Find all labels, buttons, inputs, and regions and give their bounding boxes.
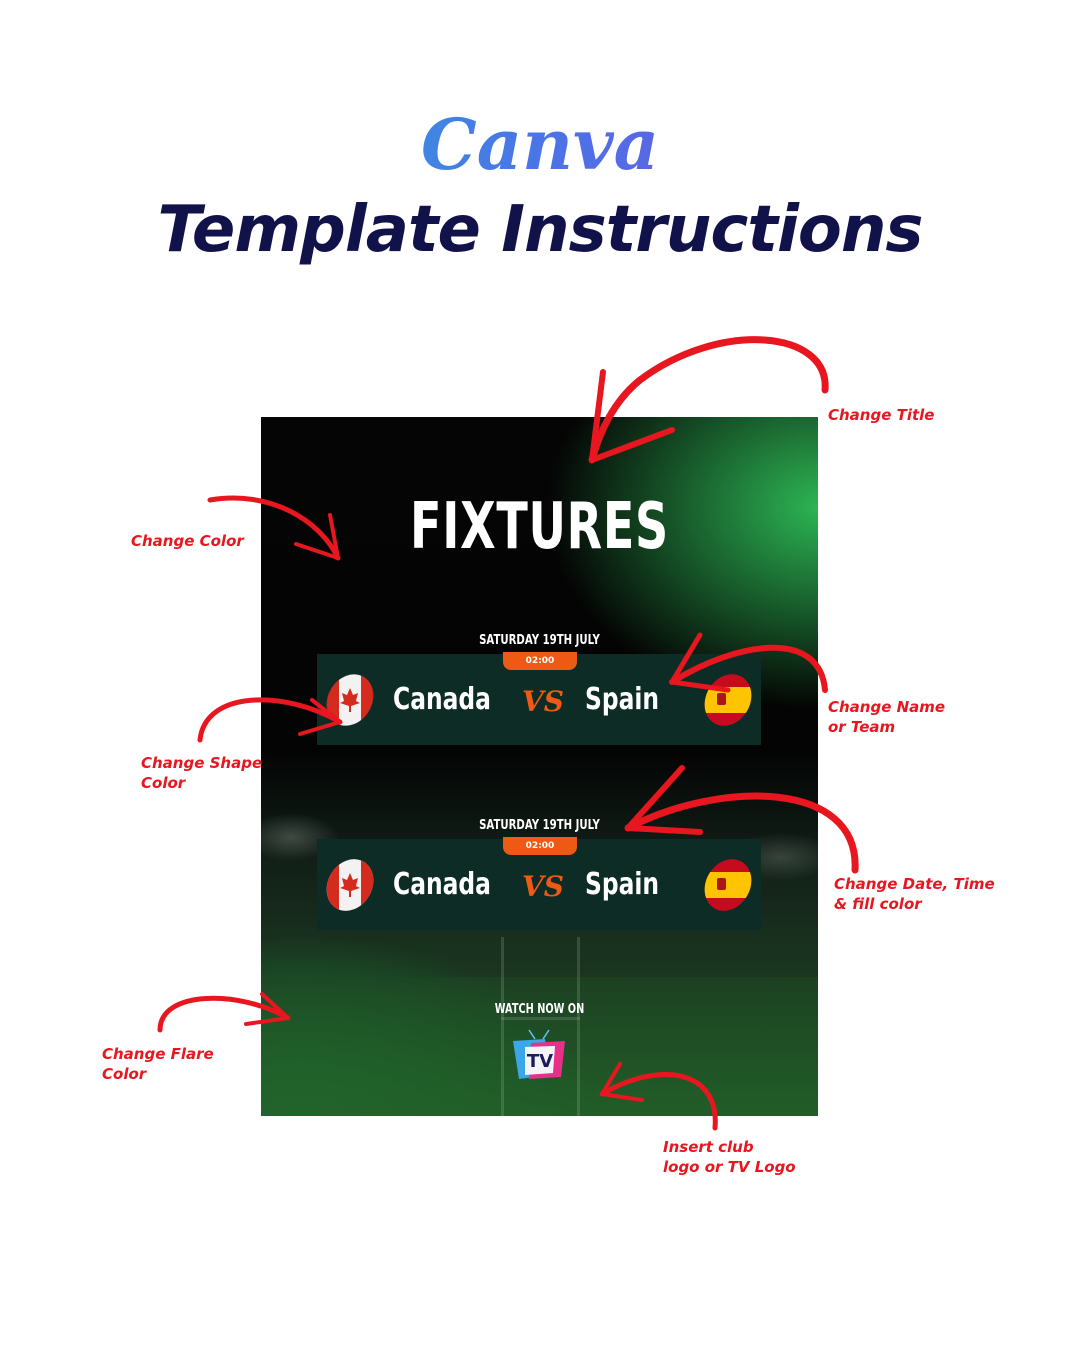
watch-now-label: WATCH NOW ON [494,1002,585,1017]
callout-line: Insert club [663,1138,754,1156]
callout-change-title: Change Title [828,406,935,424]
canada-flag-ball-icon [325,857,375,913]
callout-line: or Team [828,718,896,736]
page-title: Template Instructions [157,193,924,267]
match-time-badge: 02:00 [503,652,577,670]
callout-change-date: Change Date, Time & fill color [834,874,995,914]
callout-line: & fill color [834,895,922,913]
tv-logo-icon: TV [513,1029,565,1079]
callout-line: Change Flare [102,1045,214,1063]
spain-flag-ball-icon [703,672,753,728]
goalpost-left [501,937,504,1116]
away-team-name: Spain [584,867,660,902]
poster-title: FIXTURES [410,490,669,564]
fixtures-poster: FIXTURES SATURDAY 19TH JULY 02:00 Canada… [261,417,818,1116]
callout-insert-logo: Insert club logo or TV Logo [663,1137,796,1177]
away-team-name: Spain [584,682,660,717]
callout-change-shape: Change Shape Color [141,753,262,793]
callout-line: Change Date, Time [834,875,995,893]
callout-line: Change Shape [141,754,263,772]
match-time-badge: 02:00 [503,837,577,855]
match-card: 02:00 Canada VS Spain [317,837,761,930]
callout-change-flare: Change Flare Color [102,1044,214,1084]
home-team-name: Canada [393,867,491,902]
callout-line: Color [102,1065,147,1083]
goalpost-right [577,937,580,1116]
match-date: SATURDAY 19TH JULY [479,633,600,648]
canada-flag-ball-icon [325,672,375,728]
callout-line: Color [141,774,186,792]
canva-brand-logo: Canva [0,100,1080,190]
vs-icon: VS [522,870,564,903]
callout-change-name: Change Name or Team [828,697,945,737]
vs-icon: VS [522,685,564,718]
match-date: SATURDAY 19TH JULY [479,818,600,833]
spain-flag-ball-icon [703,857,753,913]
tv-logo-text: TV [527,1051,553,1072]
goalpost-bar [501,1017,580,1020]
callout-change-color: Change Color [131,532,244,550]
callout-line: Change Name [828,698,946,716]
match-card: 02:00 Canada VS Spain [317,652,761,745]
callout-line: logo or TV Logo [663,1158,796,1176]
home-team-name: Canada [393,682,491,717]
